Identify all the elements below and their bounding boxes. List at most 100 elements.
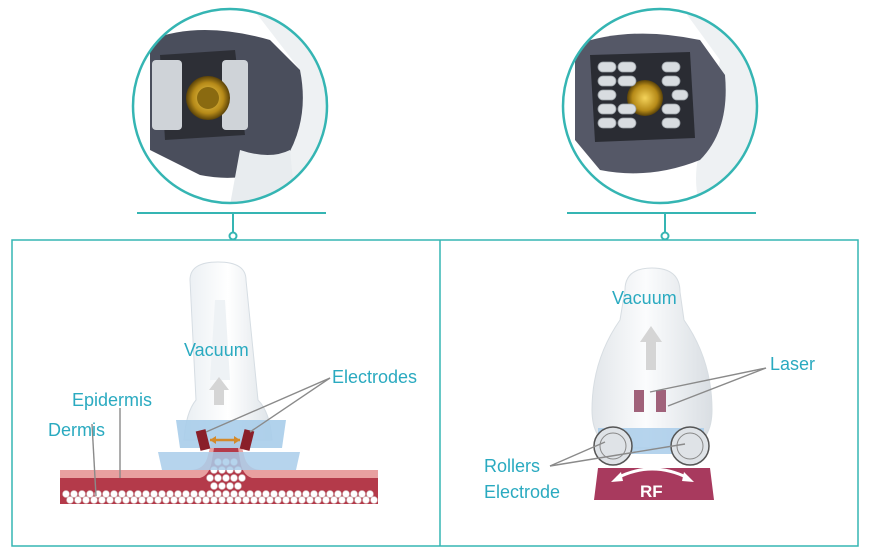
- dermis-cell: [134, 490, 142, 498]
- roller-handpiece: [591, 267, 714, 500]
- dermis-cell: [370, 496, 378, 504]
- dermis-cell: [214, 474, 222, 482]
- dermis-cell: [286, 490, 294, 498]
- dermis-cell: [238, 490, 246, 498]
- dermis-cell: [314, 496, 322, 504]
- dermis-cell: [70, 490, 78, 498]
- dermis-cell: [322, 496, 330, 504]
- dermis-cell: [246, 490, 254, 498]
- dermis-cell: [362, 496, 370, 504]
- dermis-cell: [222, 474, 230, 482]
- dermis-cell: [318, 490, 326, 498]
- bipolar-handpiece: [158, 261, 300, 470]
- dermis-cell: [66, 496, 74, 504]
- dermis-cell: [186, 496, 194, 504]
- label-vacuum-right: Vacuum: [612, 288, 677, 308]
- dermis-cell: [354, 496, 362, 504]
- dermis-cell: [170, 496, 178, 504]
- right-leader-lines: [549, 367, 767, 467]
- dermis-cell: [142, 490, 150, 498]
- dermis-cell: [166, 490, 174, 498]
- dermis-cell: [190, 490, 198, 498]
- dermis-cell: [106, 496, 114, 504]
- dermis-cell: [98, 496, 106, 504]
- dermis-cell: [294, 490, 302, 498]
- dermis-cell: [346, 496, 354, 504]
- dermis-cell: [218, 496, 226, 504]
- dermis-cell: [218, 482, 226, 490]
- dermis-cell: [250, 496, 258, 504]
- dermis-cell: [146, 496, 154, 504]
- dermis-cell: [214, 490, 222, 498]
- dermis-cell: [74, 496, 82, 504]
- dermis-cell: [350, 490, 358, 498]
- dermis-cell: [78, 490, 86, 498]
- dermis-cell: [210, 496, 218, 504]
- dermis-cell: [174, 490, 182, 498]
- dermis-cell: [266, 496, 274, 504]
- dermis-cell: [162, 496, 170, 504]
- dermis-cell: [326, 490, 334, 498]
- dermis-cell: [302, 490, 310, 498]
- dermis-cell: [270, 490, 278, 498]
- dermis-cell: [62, 490, 70, 498]
- left-device-photo: [131, 7, 329, 205]
- dermis-cell: [234, 496, 242, 504]
- dermis-cell: [230, 490, 238, 498]
- dermis-cell: [206, 474, 214, 482]
- dermis-cell: [182, 490, 190, 498]
- dermis-cell: [334, 490, 342, 498]
- dermis-cell: [262, 490, 270, 498]
- dermis-cell: [230, 474, 238, 482]
- dermis-cell: [226, 496, 234, 504]
- dermis-cell: [86, 490, 94, 498]
- dermis-cell: [290, 496, 298, 504]
- dermis-cell: [330, 496, 338, 504]
- label-epidermis: Epidermis: [72, 390, 153, 410]
- dermis-cells: [62, 458, 378, 504]
- connector-left: [137, 212, 326, 241]
- dermis-cell: [178, 496, 186, 504]
- dermis-cell: [114, 496, 122, 504]
- connector-right: [567, 212, 756, 241]
- dermis-cell: [358, 490, 366, 498]
- dermis-cell: [82, 496, 90, 504]
- dermis-cell: [150, 490, 158, 498]
- dermis-cell: [126, 490, 134, 498]
- dermis-cell: [110, 490, 118, 498]
- dermis-cell: [342, 490, 350, 498]
- dermis-cell: [102, 490, 110, 498]
- dermis-cell: [118, 490, 126, 498]
- dermis-cell: [278, 490, 286, 498]
- dermis-cell: [258, 496, 266, 504]
- label-dermis: Dermis: [48, 420, 105, 440]
- dermis-cell: [238, 474, 246, 482]
- dermis-cell: [90, 496, 98, 504]
- dermis-cell: [274, 496, 282, 504]
- dermis-cell: [242, 496, 250, 504]
- dermis-cell: [154, 496, 162, 504]
- right-device-photo: [561, 7, 759, 205]
- left-leader-lines: [91, 377, 331, 497]
- dermis-cell: [234, 482, 242, 490]
- dermis-cell: [366, 490, 374, 498]
- dermis-cell: [338, 496, 346, 504]
- dermis-cell: [158, 490, 166, 498]
- label-electrodes: Electrodes: [332, 367, 418, 387]
- dermis-cell: [194, 496, 202, 504]
- dermis-cell: [222, 490, 230, 498]
- dermis-cell: [306, 496, 314, 504]
- dermis-cell: [138, 496, 146, 504]
- dermis-cell: [202, 496, 210, 504]
- dermis-cell: [130, 496, 138, 504]
- label-laser: Laser: [770, 354, 816, 374]
- dermis-cell: [310, 490, 318, 498]
- label-rf: RF: [640, 482, 663, 501]
- dermis-cell: [210, 482, 218, 490]
- panel-frame: [11, 239, 859, 547]
- label-rollers: Rollers: [484, 456, 541, 476]
- label-electrode: Electrode: [484, 482, 561, 502]
- dermis-cell: [254, 490, 262, 498]
- dermis-cell: [122, 496, 130, 504]
